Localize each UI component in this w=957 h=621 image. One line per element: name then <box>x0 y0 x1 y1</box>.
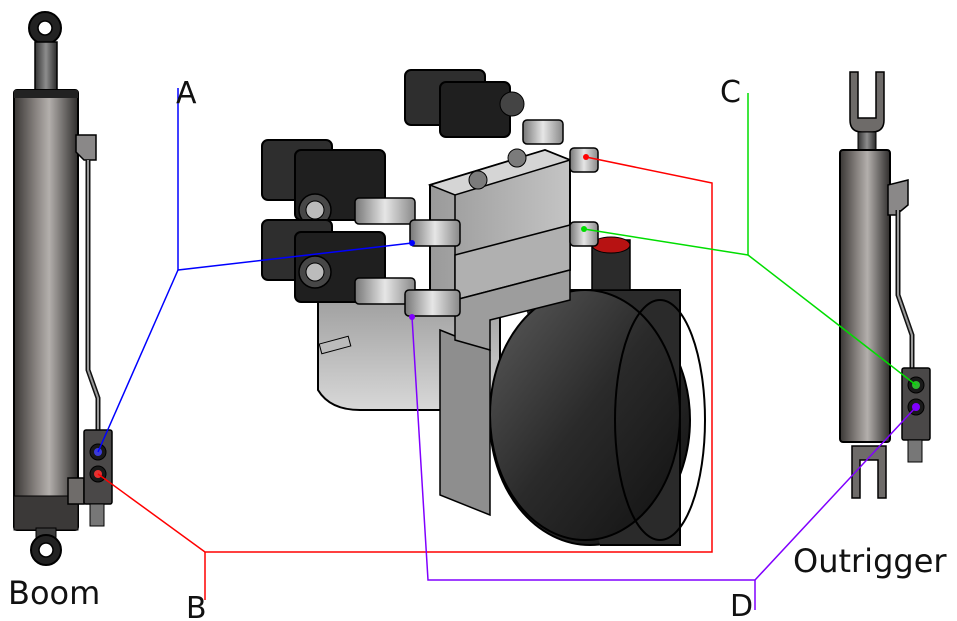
port-label-d: D <box>730 589 753 621</box>
port-label-a: A <box>176 76 197 111</box>
port-label-b: B <box>186 591 207 621</box>
line-c-outrigger <box>747 254 917 386</box>
line-d <box>411 316 917 581</box>
hydraulic-power-unit <box>261 69 706 546</box>
line-a-boom <box>97 269 179 453</box>
outrigger-label: Outrigger <box>793 542 947 580</box>
connection-lines <box>97 88 917 610</box>
port-label-c: C <box>720 75 741 110</box>
outrigger-cylinder <box>839 71 931 499</box>
boom-label: Boom <box>8 574 100 612</box>
boom-cylinder <box>13 11 113 566</box>
line-b <box>97 156 713 553</box>
